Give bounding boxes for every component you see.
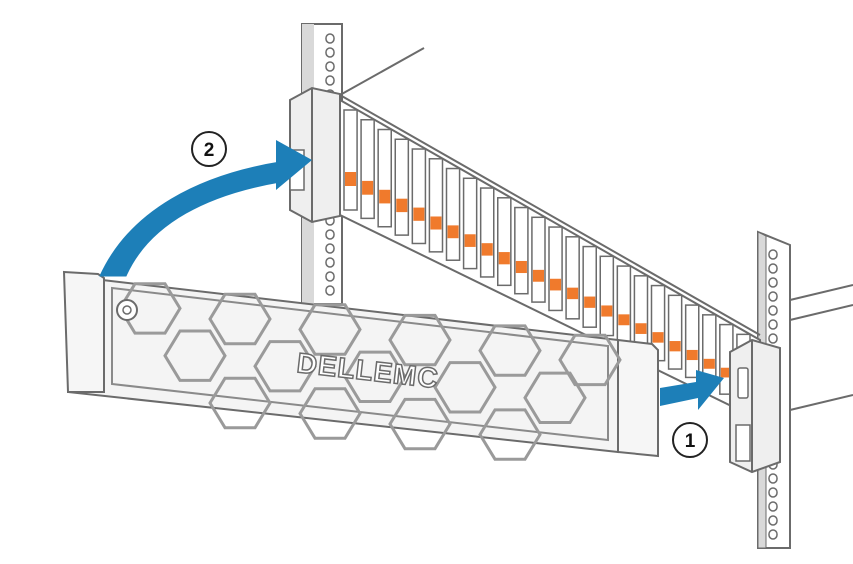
step-1-marker: 1 xyxy=(672,422,708,458)
arrow-straight-icon xyxy=(660,370,724,410)
drive-accent xyxy=(550,278,562,291)
rail-hole xyxy=(325,33,335,44)
rail-hole xyxy=(768,291,778,302)
drive-bay xyxy=(479,187,495,278)
hexagon xyxy=(163,329,227,382)
front-bezel: DELLEMC xyxy=(62,270,659,461)
drive-accent xyxy=(379,189,391,204)
hexagon xyxy=(298,303,362,356)
drive-bay xyxy=(411,148,427,245)
drive-bay xyxy=(428,158,444,253)
drive-accent xyxy=(652,332,664,343)
drive-bay xyxy=(684,304,700,379)
drive-accent xyxy=(720,367,732,378)
drive-accent xyxy=(515,260,527,274)
drive-bay xyxy=(394,138,410,236)
drive-bay xyxy=(565,236,580,320)
drive-accent xyxy=(345,172,357,186)
rail-hole xyxy=(768,529,778,540)
drive-accent xyxy=(396,198,408,213)
drive-bay xyxy=(377,128,392,228)
drive-accent xyxy=(686,349,698,361)
step-2-number: 2 xyxy=(204,140,215,161)
left-rack-ear xyxy=(289,86,341,224)
drive-bay xyxy=(599,255,615,337)
drive-bay xyxy=(360,119,375,220)
drive-bay xyxy=(531,216,546,303)
drive-bay xyxy=(633,275,649,354)
hexagon xyxy=(478,324,542,377)
drive-accent xyxy=(618,314,630,326)
drive-accent xyxy=(362,180,374,195)
drive-bay xyxy=(548,226,563,312)
drive-bay xyxy=(462,177,478,270)
hexagon xyxy=(478,408,542,461)
drive-accent xyxy=(430,216,442,230)
rail-hole xyxy=(768,305,778,316)
hexagon xyxy=(388,313,452,367)
drive-bay xyxy=(582,245,598,328)
lock-icon xyxy=(116,299,138,321)
drive-bay xyxy=(514,206,529,295)
rail-hole xyxy=(325,285,335,296)
drive-accent xyxy=(567,287,579,300)
rail-hole xyxy=(768,319,778,330)
hexagon-pattern xyxy=(118,282,622,461)
drive-accent xyxy=(584,296,596,308)
right-rack-ear xyxy=(729,338,781,474)
drive-accent xyxy=(413,207,425,221)
hexagon xyxy=(558,333,622,387)
rail-hole xyxy=(768,263,778,274)
hexagon xyxy=(388,397,452,451)
rail-hole xyxy=(768,249,778,260)
rail-hole xyxy=(768,333,778,344)
drive-bay xyxy=(343,109,358,211)
drive-accent xyxy=(669,341,681,352)
hexagon xyxy=(433,361,497,414)
rail-hole xyxy=(768,473,778,484)
rail-hole xyxy=(325,75,335,86)
rail-hole xyxy=(768,277,778,288)
hexagon xyxy=(298,387,362,440)
rail-hole xyxy=(768,487,778,498)
drive-bay xyxy=(445,167,461,261)
rail-hole xyxy=(325,47,335,58)
rail-hole xyxy=(325,257,335,268)
rail-hole xyxy=(768,501,778,512)
rail-hole xyxy=(325,243,335,254)
step-1-number: 1 xyxy=(685,431,696,452)
drive-accent xyxy=(464,234,476,247)
drive-bay xyxy=(667,294,683,370)
drive-accent xyxy=(635,323,647,334)
drive-bay xyxy=(497,197,512,287)
drive-accent xyxy=(532,269,544,282)
drive-bay xyxy=(616,265,632,345)
step-2-marker: 2 xyxy=(191,131,227,167)
rail-hole xyxy=(768,515,778,526)
hexagon xyxy=(343,350,407,403)
drive-accent xyxy=(703,358,715,369)
drive-accent xyxy=(481,243,493,256)
hexagon xyxy=(208,292,272,346)
rail-hole xyxy=(325,229,335,240)
rail-hole xyxy=(325,271,335,282)
hexagon xyxy=(253,340,317,393)
drive-accent xyxy=(601,305,613,317)
hexagon xyxy=(208,376,272,430)
drive-accent xyxy=(498,252,510,265)
arrow-curved-icon xyxy=(99,140,312,277)
rail-hole xyxy=(325,61,335,72)
hexagon xyxy=(523,371,587,424)
drive-accent xyxy=(447,225,459,239)
